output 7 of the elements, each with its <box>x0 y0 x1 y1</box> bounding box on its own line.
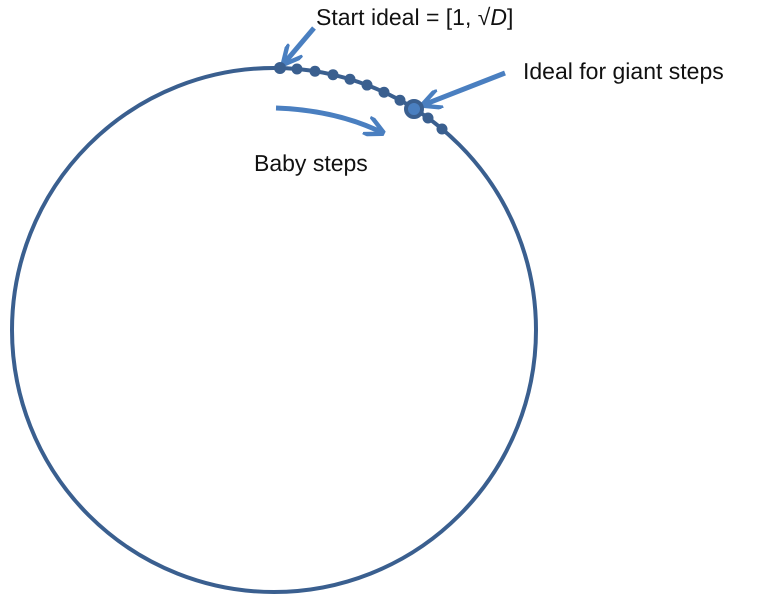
start-point-dot <box>274 62 286 74</box>
callout-text: Start ideal = [1, √D] <box>316 4 514 30</box>
callout-text: Ideal for giant steps <box>523 58 724 84</box>
giant-step-point-dot <box>404 98 424 119</box>
arrow <box>280 26 316 68</box>
arrow-label: Baby steps <box>254 150 368 176</box>
arrow <box>419 70 506 110</box>
